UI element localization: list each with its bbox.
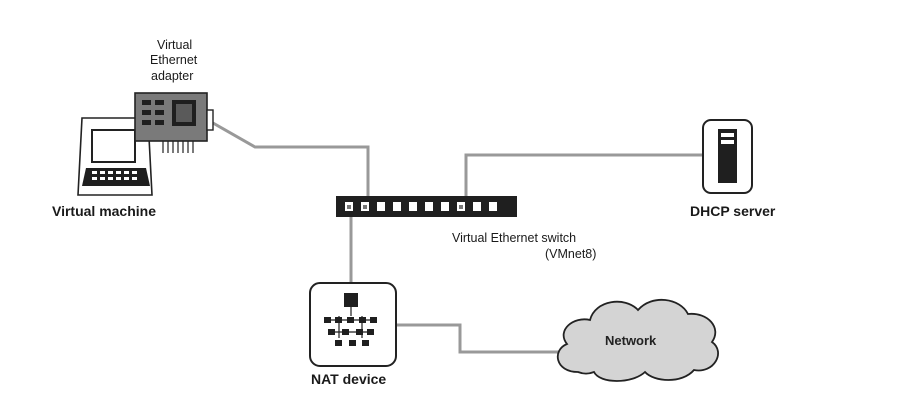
switch-label-line2: (VMnet8) — [545, 247, 597, 261]
adapter-label-line1: Virtual — [157, 38, 193, 52]
link-nat-to-network — [396, 323, 563, 354]
switch-icon — [336, 196, 517, 217]
cloud-icon — [556, 298, 719, 382]
dhcp-server-label: DHCP server — [690, 203, 776, 219]
network-card-icon — [134, 92, 214, 153]
adapter-label-line3: adapter — [151, 69, 194, 83]
switch-label-line1: Virtual Ethernet switch — [452, 231, 577, 245]
server-icon — [702, 119, 753, 194]
nat-device-label: NAT device — [311, 371, 387, 387]
link-vm-to-switch — [212, 121, 370, 202]
adapter-label-line2: Ethernet — [150, 53, 198, 67]
virtual-machine-label: Virtual machine — [52, 203, 157, 219]
link-switch-to-dhcp — [464, 153, 703, 202]
nat-router-icon — [309, 282, 397, 367]
laptop-icon — [77, 117, 153, 196]
network-label: Network — [605, 333, 657, 348]
